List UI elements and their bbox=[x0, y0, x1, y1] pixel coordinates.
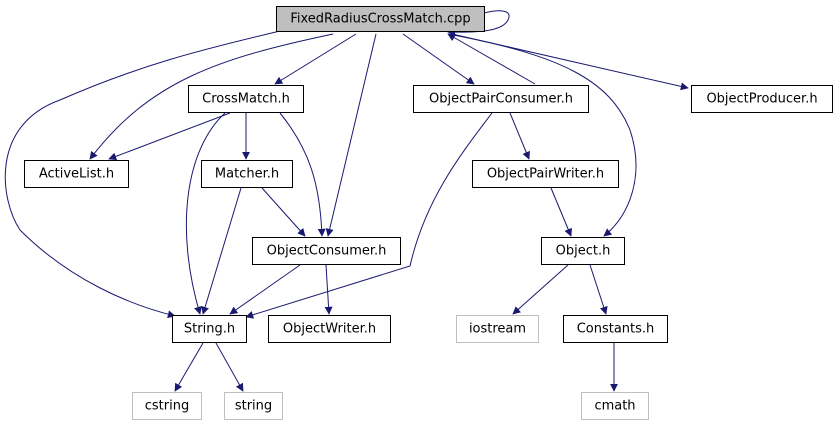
node-label-objectproducer: ObjectProducer.h bbox=[706, 92, 817, 107]
node-object[interactable]: Object.h bbox=[541, 237, 625, 265]
node-fixedradius[interactable]: FixedRadiusCrossMatch.cpp bbox=[276, 6, 485, 32]
node-box-crossmatch bbox=[188, 85, 304, 113]
node-stringsys: string bbox=[224, 392, 283, 420]
edge-objectpairconsumer-to-fixedradius bbox=[447, 33, 536, 85]
node-box-objectpairconsumer bbox=[413, 85, 589, 113]
node-objectwriter[interactable]: ObjectWriter.h bbox=[268, 315, 391, 343]
node-label-activelist: ActiveList.h bbox=[39, 167, 114, 182]
node-cmath: cmath bbox=[581, 392, 649, 420]
node-label-cmath: cmath bbox=[594, 399, 635, 414]
node-label-cstring: cstring bbox=[145, 399, 189, 414]
node-matcher[interactable]: Matcher.h bbox=[201, 160, 293, 188]
node-iostream: iostream bbox=[456, 315, 539, 343]
node-label-object: Object.h bbox=[556, 244, 611, 259]
edge-objectconsumer-to-string bbox=[229, 264, 301, 315]
edge-fixedradius-to-crossmatch bbox=[274, 33, 357, 85]
node-box-fixedradius bbox=[276, 6, 485, 32]
edge-crossmatch-to-objectconsumer bbox=[279, 112, 326, 237]
node-objectpairwriter[interactable]: ObjectPairWriter.h bbox=[472, 160, 619, 188]
node-crossmatch[interactable]: CrossMatch.h bbox=[188, 85, 304, 113]
node-box-stringsys bbox=[224, 392, 283, 420]
node-box-objectwriter bbox=[268, 315, 391, 343]
edge-objectconsumer-to-objectwriter bbox=[324, 264, 333, 315]
node-objectpairconsumer[interactable]: ObjectPairConsumer.h bbox=[413, 85, 589, 113]
node-label-iostream: iostream bbox=[469, 322, 526, 337]
edge-matcher-to-string bbox=[201, 187, 242, 315]
node-cstring: cstring bbox=[132, 392, 202, 420]
edge-object-to-iostream bbox=[512, 264, 569, 315]
edge-fixedradius-to-objectconsumer bbox=[325, 33, 377, 237]
node-string[interactable]: String.h bbox=[172, 315, 247, 343]
node-label-string: String.h bbox=[184, 322, 235, 337]
node-label-objectconsumer: ObjectConsumer.h bbox=[267, 244, 387, 259]
node-objectconsumer[interactable]: ObjectConsumer.h bbox=[252, 237, 401, 265]
node-label-crossmatch: CrossMatch.h bbox=[202, 92, 290, 107]
edges-layer bbox=[4, 10, 689, 392]
edge-crossmatch-to-activelist bbox=[108, 112, 231, 161]
node-label-matcher: Matcher.h bbox=[215, 167, 279, 182]
edge-fixedradius-to-activelist bbox=[89, 33, 334, 160]
node-box-cstring bbox=[132, 392, 202, 420]
node-box-cmath bbox=[581, 392, 649, 420]
edge-fixedradius-to-string bbox=[4, 30, 281, 319]
edge-fixedradius-to-object bbox=[447, 33, 637, 237]
edge-fixedradius-to-objectpairconsumer bbox=[402, 33, 475, 85]
edge-objectpairconsumer-to-objectpairwriter bbox=[509, 112, 530, 160]
node-box-object bbox=[541, 237, 625, 265]
node-box-matcher bbox=[201, 160, 293, 188]
node-objectproducer[interactable]: ObjectProducer.h bbox=[691, 85, 833, 113]
node-box-constants bbox=[563, 315, 668, 343]
node-label-objectwriter: ObjectWriter.h bbox=[283, 322, 376, 337]
node-box-activelist bbox=[24, 160, 129, 188]
node-box-objectproducer bbox=[691, 85, 833, 113]
node-label-stringsys: string bbox=[235, 399, 272, 414]
node-label-objectpairwriter: ObjectPairWriter.h bbox=[487, 167, 604, 182]
edge-objectpairwriter-to-object bbox=[550, 187, 572, 237]
edge-matcher-to-objectconsumer bbox=[261, 187, 306, 237]
node-label-objectpairconsumer: ObjectPairConsumer.h bbox=[429, 92, 573, 107]
node-box-iostream bbox=[456, 315, 539, 343]
edge-string-to-stringsys bbox=[215, 342, 244, 392]
edge-object-to-constants bbox=[589, 264, 608, 315]
edge-string-to-cstring bbox=[174, 342, 204, 392]
node-constants[interactable]: Constants.h bbox=[563, 315, 668, 343]
node-box-objectpairwriter bbox=[472, 160, 619, 188]
node-activelist[interactable]: ActiveList.h bbox=[24, 160, 129, 188]
node-label-constants: Constants.h bbox=[577, 322, 655, 337]
edge-objectpairconsumer-to-string bbox=[245, 112, 493, 319]
node-box-string bbox=[172, 315, 247, 343]
node-label-fixedradius: FixedRadiusCrossMatch.cpp bbox=[290, 12, 470, 27]
edge-crossmatch-to-string bbox=[185, 112, 226, 315]
node-box-objectconsumer bbox=[252, 237, 401, 265]
